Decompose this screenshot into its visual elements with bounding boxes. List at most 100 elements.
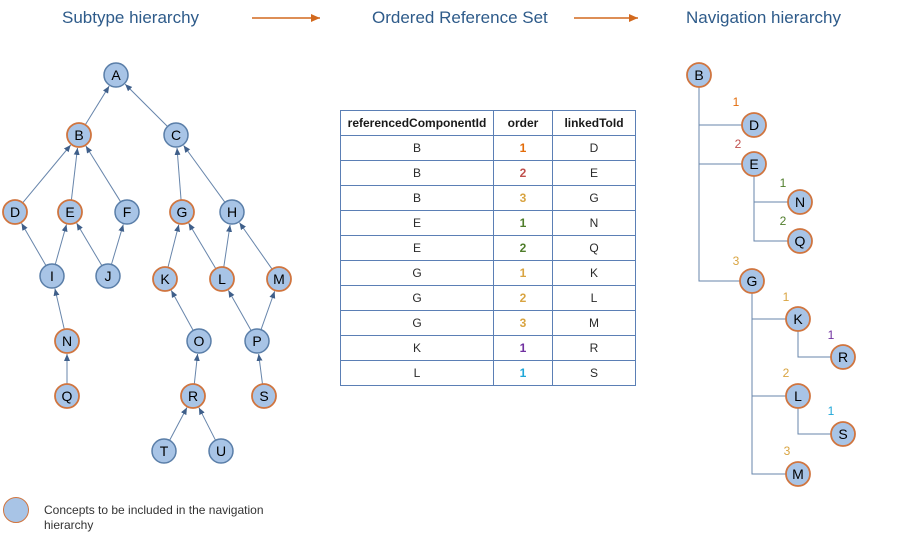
navigation-hierarchy-title: Navigation hierarchy <box>686 8 841 27</box>
nav-order-label: 1 <box>783 290 790 304</box>
cell-referenced-component-id: G <box>340 310 494 336</box>
col-referenced-component-id: referencedComponentId <box>340 110 494 136</box>
nav-node-k: K <box>785 306 811 332</box>
subtype-edge-h-c <box>183 145 226 203</box>
subtype-node-circle <box>114 199 140 225</box>
subtype-edge-l-h <box>223 224 233 268</box>
nav-node-circle <box>787 228 813 254</box>
cell-order: 2 <box>493 285 553 311</box>
nav-order-label: 1 <box>780 176 787 190</box>
nav-order-label: 2 <box>780 214 787 228</box>
subtype-node-g: G <box>169 199 195 225</box>
subtype-node-circle <box>209 266 235 292</box>
nav-order-label: 3 <box>733 254 740 268</box>
subtype-edge-b-a <box>84 85 110 126</box>
subtype-node-label: Q <box>62 388 73 404</box>
cell-order: 2 <box>493 235 553 261</box>
subtype-node-q: Q <box>54 383 80 409</box>
subtype-node-label: J <box>105 268 112 284</box>
subtype-node-u: U <box>208 438 234 464</box>
nav-node-label: R <box>838 349 848 365</box>
nav-node-l: L <box>785 383 811 409</box>
cell-linked-to-id: G <box>552 185 636 211</box>
subtype-edge-i-e <box>54 224 68 265</box>
subtype-node-circle <box>57 199 83 225</box>
nav-node-label: D <box>749 117 759 133</box>
nav-node-circle <box>741 112 767 138</box>
navigation-tree-lines <box>698 87 831 475</box>
subtype-edge-m-h <box>239 222 273 270</box>
subtype-node-r: R <box>180 383 206 409</box>
cell-linked-to-id: N <box>552 210 636 236</box>
subtype-edge-j-e <box>76 222 103 266</box>
subtype-node-label: L <box>218 271 226 287</box>
subtype-node-circle <box>54 383 80 409</box>
cell-linked-to-id: Q <box>552 235 636 261</box>
cell-referenced-component-id: E <box>340 210 494 236</box>
subtype-node-circle <box>103 62 129 88</box>
cell-order: 1 <box>493 335 553 361</box>
subtype-edge-n-i <box>53 288 65 330</box>
nav-order-label: 2 <box>735 137 742 151</box>
nav-node-label: M <box>792 466 804 482</box>
subtype-node-label: K <box>160 271 170 287</box>
subtype-node-circle <box>186 328 212 354</box>
subtype-node-e: E <box>57 199 83 225</box>
nav-node-circle <box>741 151 767 177</box>
col-order: order <box>493 110 553 136</box>
subtype-edge-s-p <box>256 353 263 385</box>
nav-node-n: N <box>787 189 813 215</box>
subtype-node-label: N <box>62 333 72 349</box>
cell-order: 3 <box>493 185 553 211</box>
cell-order: 1 <box>493 135 553 161</box>
nav-node-r: R <box>830 344 856 370</box>
nav-node-circle <box>830 421 856 447</box>
cell-referenced-component-id: G <box>340 285 494 311</box>
nav-node-circle <box>787 189 813 215</box>
nav-connector-1 <box>698 87 740 282</box>
nav-order-label: 1 <box>733 95 740 109</box>
cell-order: 3 <box>493 310 553 336</box>
nav-node-label: S <box>838 426 847 442</box>
cell-linked-to-id: E <box>552 160 636 186</box>
subtype-edge-p-l <box>227 290 252 331</box>
subtype-node-circle <box>39 263 65 289</box>
table-header-row: referencedComponentId order linkedToId <box>340 110 636 136</box>
cell-order: 2 <box>493 160 553 186</box>
nav-node-circle <box>785 461 811 487</box>
subtype-node-circle <box>163 122 189 148</box>
nav-node-circle <box>739 268 765 294</box>
subtype-node-label: C <box>171 127 181 143</box>
subtype-node-label: G <box>177 204 188 220</box>
cell-referenced-component-id: B <box>340 160 494 186</box>
nav-node-q: Q <box>787 228 813 254</box>
nav-order-label: 2 <box>783 366 790 380</box>
subtype-node-label: H <box>227 204 237 220</box>
subtype-node-circle <box>169 199 195 225</box>
nav-node-label: G <box>747 273 758 289</box>
subtype-node-b: B <box>66 122 92 148</box>
subtype-node-t: T <box>151 438 177 464</box>
nav-node-e: E <box>741 151 767 177</box>
cell-order: 1 <box>493 210 553 236</box>
nav-connector-6 <box>751 293 786 475</box>
nav-node-label: B <box>694 67 703 83</box>
nav-node-circle <box>785 306 811 332</box>
nav-node-m: M <box>785 461 811 487</box>
cell-linked-to-id: K <box>552 260 636 286</box>
subtype-edge-r-o <box>193 353 200 385</box>
cell-linked-to-id: R <box>552 335 636 361</box>
cell-order: 1 <box>493 360 553 386</box>
subtype-node-h: H <box>219 199 245 225</box>
cell-referenced-component-id: B <box>340 135 494 161</box>
legend-text: Concepts to be included in the navigatio… <box>44 503 264 532</box>
cell-referenced-component-id: G <box>340 260 494 286</box>
subtype-node-s: S <box>251 383 277 409</box>
subtype-node-circle <box>244 328 270 354</box>
